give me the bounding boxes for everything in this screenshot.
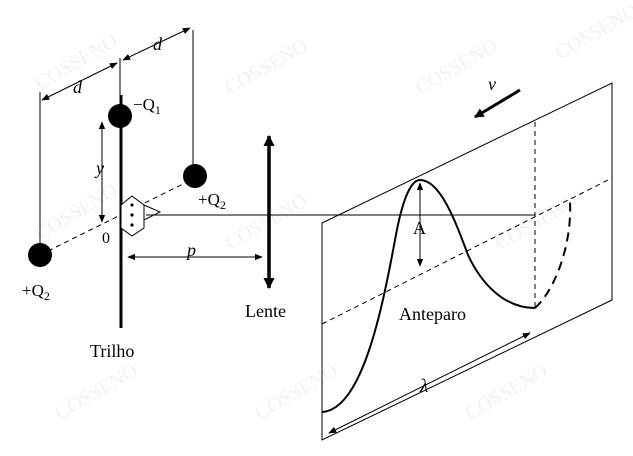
d-left-label: d xyxy=(73,77,83,97)
watermark: COSSENO xyxy=(252,360,342,425)
rail-label: Trilho xyxy=(90,341,134,361)
lens-label: Lente xyxy=(245,301,286,321)
watermark: COSSENO xyxy=(222,35,312,100)
slider-dot xyxy=(130,223,134,227)
watermark: COSSENO xyxy=(52,360,142,425)
velocity-label: v xyxy=(488,74,496,94)
d-left-arrow xyxy=(41,62,118,101)
d-top-arrow xyxy=(122,27,191,61)
y-label: y xyxy=(94,158,104,178)
wavelength-label: λ xyxy=(419,376,428,397)
plus-q2-right-label: +Q2 xyxy=(198,190,226,212)
plus-q2-left-label: +Q2 xyxy=(22,281,50,303)
watermark: COSSENO xyxy=(222,190,312,255)
slider-dot xyxy=(130,203,134,207)
watermark: COSSENO xyxy=(462,360,552,425)
wavelength-arrow xyxy=(328,332,531,434)
waveform-dashed xyxy=(534,201,572,309)
d-top-label: d xyxy=(153,34,163,54)
charge-plus-q2-left xyxy=(28,243,52,267)
charge-axis-dashed xyxy=(39,177,196,256)
slider-dot xyxy=(130,213,134,217)
amplitude-label: A xyxy=(413,218,426,238)
velocity-arrow xyxy=(474,88,521,119)
watermark: COSSENO xyxy=(492,190,582,255)
anteparo-label: Anteparo xyxy=(399,304,466,324)
screen-anteparo xyxy=(321,82,613,441)
charge-minus-q1 xyxy=(108,104,132,128)
watermark: COSSENO xyxy=(552,0,633,64)
minus-q1-label: −Q1 xyxy=(133,95,161,117)
zero-label: 0 xyxy=(102,230,110,247)
p-label: p xyxy=(185,240,196,260)
light-source-flap xyxy=(143,204,162,221)
charge-plus-q2-right xyxy=(183,164,207,188)
